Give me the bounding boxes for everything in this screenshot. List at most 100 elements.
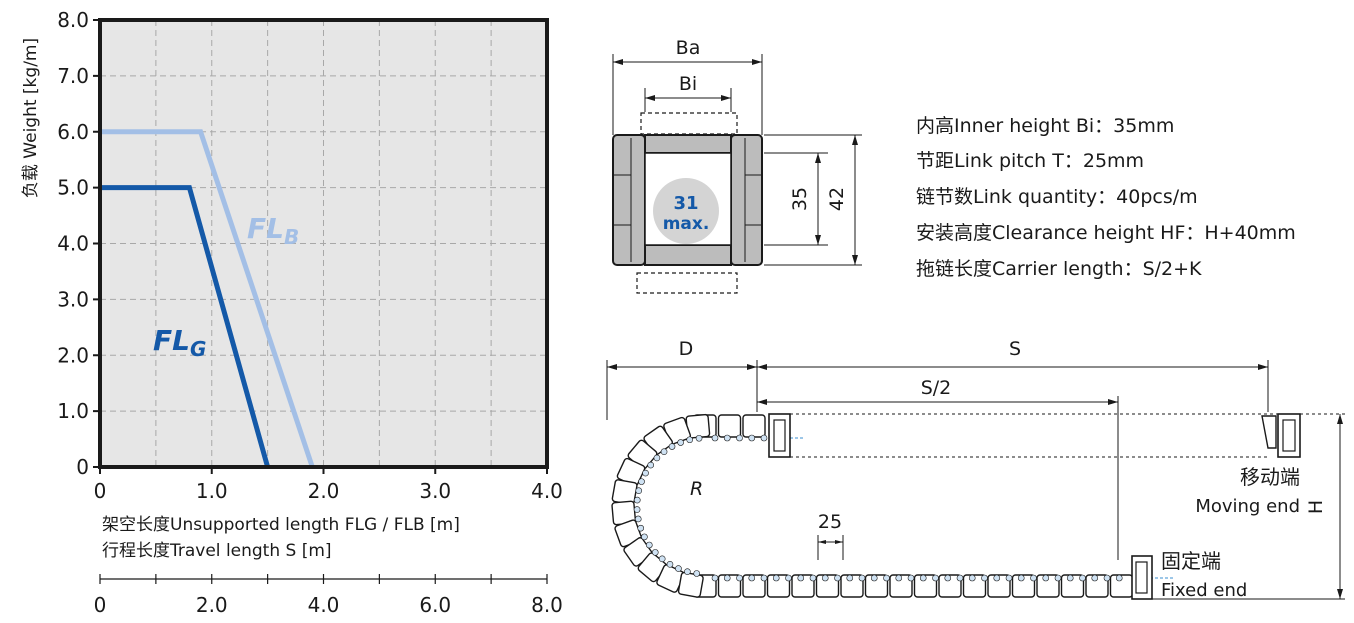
y-tick-label: 5.0 <box>57 176 89 200</box>
series-label-flg: FLG <box>153 324 206 361</box>
series-layer <box>100 129 315 468</box>
chain-pin <box>711 434 719 442</box>
chain-pin <box>883 574 890 582</box>
chain-link <box>742 574 766 598</box>
chain-pin <box>638 478 645 485</box>
chain-pin <box>1017 574 1025 582</box>
dim-outer-height: 42 <box>826 187 848 211</box>
fixed-end-label-cn: 固定端 <box>1161 549 1221 573</box>
chain-pin <box>772 574 780 582</box>
chain-pin <box>736 574 743 582</box>
chain-link <box>742 414 766 438</box>
chain-pin <box>634 515 642 523</box>
y-tick-label: 2.0 <box>57 343 89 367</box>
label-d: D <box>679 338 694 360</box>
series-line-flb <box>100 129 315 468</box>
chain-pin <box>1103 574 1111 582</box>
chain-link <box>864 574 889 598</box>
moving-end-label-cn: 移动端 <box>1240 465 1300 489</box>
y-tick-label: 7.0 <box>57 64 89 88</box>
cross-section-diagram: Ba Bi 31 max. 35 <box>612 37 862 294</box>
dim-inner-height: 35 <box>789 187 811 211</box>
chain-pin <box>645 541 653 549</box>
chain-link <box>962 574 987 598</box>
secondary-tick-label: 4.0 <box>308 593 340 617</box>
chain-pin <box>785 574 792 582</box>
chain-pin <box>677 439 684 446</box>
badge-unit: max. <box>663 214 710 234</box>
chain-link <box>717 574 742 598</box>
chain-pin <box>658 555 666 563</box>
x-tick-label: 1.0 <box>196 479 228 503</box>
max-cable-badge <box>653 178 719 244</box>
chain-pin <box>748 434 756 442</box>
y-tick-label: 3.0 <box>57 287 89 311</box>
chain-pin <box>736 434 743 442</box>
chain-pin <box>660 448 668 455</box>
chain-pin <box>1030 574 1037 582</box>
label-ba: Ba <box>676 37 701 59</box>
chain-link <box>889 574 913 598</box>
y-tick-label: 4.0 <box>57 232 89 256</box>
chain-links <box>611 413 1134 598</box>
label-h: H <box>1305 500 1327 514</box>
chain-pin <box>760 574 768 582</box>
chain-pin <box>797 574 805 582</box>
chain-pin <box>1054 574 1062 582</box>
chain-pin <box>834 574 841 582</box>
chain-pin <box>809 574 817 582</box>
chain-pin <box>637 524 645 532</box>
y-axis-label: 负载 Weight [kg/m] <box>21 38 41 198</box>
label-r: R <box>690 478 703 500</box>
secondary-tick-label: 0 <box>94 593 107 617</box>
side-view-diagram: D S S/2 25 R H 移动端 <box>606 338 1345 601</box>
chain-pin <box>919 574 927 582</box>
spec-link-pitch: 节距Link pitch T：25mm <box>916 150 1145 172</box>
chain-pin <box>684 568 691 575</box>
chain-pin <box>633 506 641 513</box>
side-plate-left <box>612 134 646 266</box>
grid-lines <box>100 20 547 467</box>
chain-link <box>938 574 962 598</box>
chain-pin <box>633 496 641 504</box>
chain-pin <box>653 454 661 462</box>
chain-link <box>717 414 742 438</box>
chain-pin <box>635 487 643 495</box>
chain-pin <box>666 560 674 568</box>
chain-pin <box>1005 574 1013 582</box>
y-tick-labels: 0 1.0 2.0 3.0 4.0 5.0 6.0 7.0 8.0 <box>57 8 100 479</box>
secondary-tick-label: 6.0 <box>419 593 451 617</box>
label-bi: Bi <box>679 73 697 95</box>
chain-pin <box>956 574 964 582</box>
chain-link <box>791 574 815 598</box>
chain-pin <box>846 574 854 582</box>
chain-link <box>913 574 938 598</box>
chain-pin <box>647 461 654 469</box>
y-tick-label: 8.0 <box>57 8 89 32</box>
chain-pin <box>641 533 648 541</box>
label-s-half: S/2 <box>921 377 952 399</box>
x-axis-label-travel: 行程长度Travel length S [m] <box>102 541 332 561</box>
y-tick-label: 1.0 <box>57 399 89 423</box>
crossbar-bottom-dashed <box>636 272 738 294</box>
y-tick-label: 0 <box>76 455 89 479</box>
chain-pin <box>642 469 649 477</box>
chain-pin <box>686 436 694 444</box>
chain-pin <box>944 574 952 582</box>
chain-pin <box>870 574 878 582</box>
y-tick-label: 6.0 <box>57 120 89 144</box>
chain-pin <box>907 574 915 582</box>
x-tick-label: 2.0 <box>308 479 340 503</box>
chain-pin <box>668 443 676 450</box>
crossbar-bottom <box>644 244 732 266</box>
chain-pin <box>723 434 731 442</box>
chain-link <box>987 574 1011 598</box>
chain-link <box>815 574 840 598</box>
chain-pin <box>675 565 682 572</box>
crossbar-top <box>644 134 732 154</box>
chain-link <box>1085 574 1109 598</box>
